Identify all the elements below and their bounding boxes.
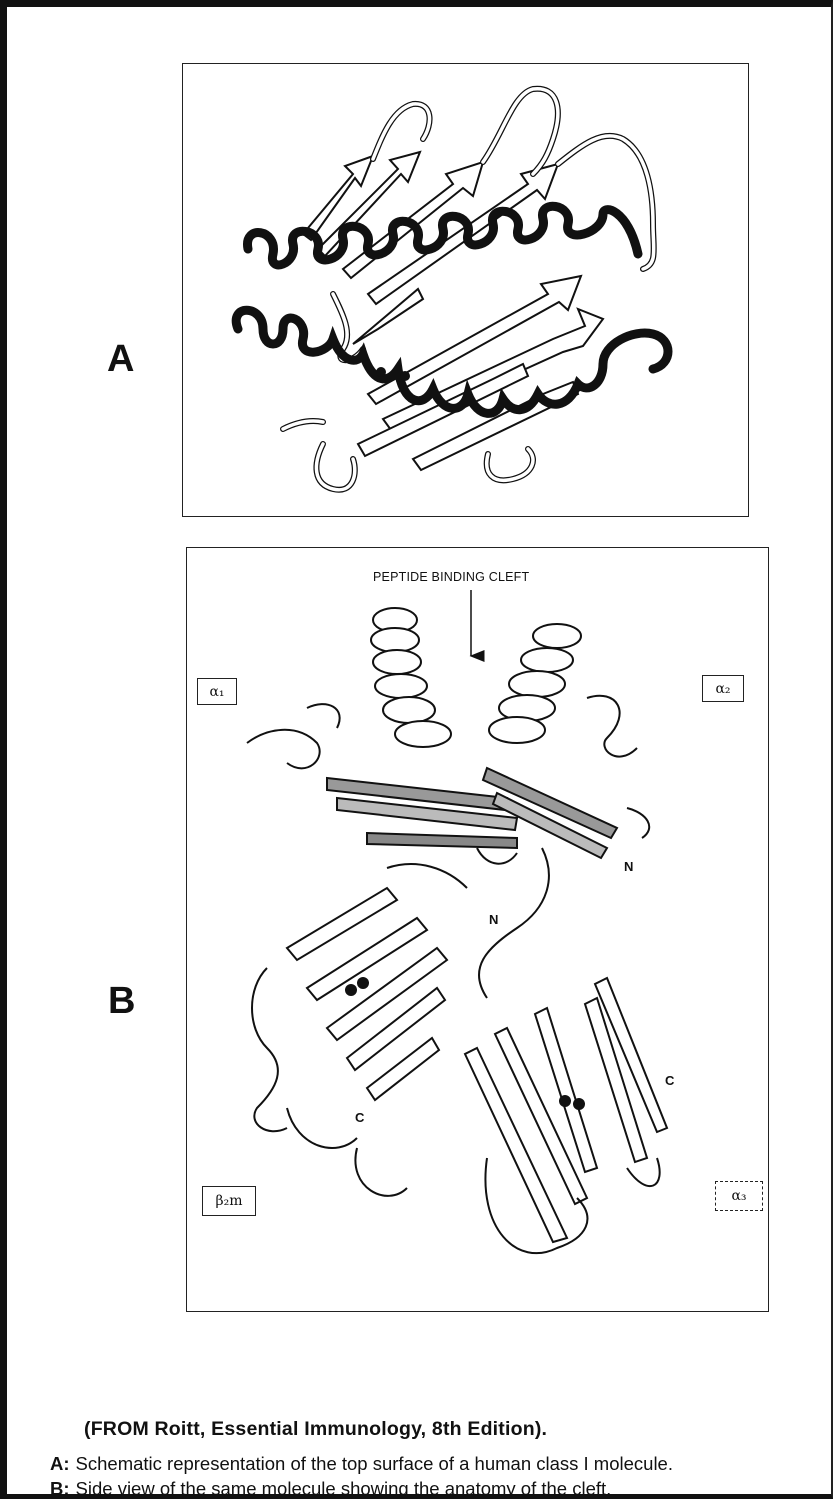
panel-b-letter: B — [108, 980, 135, 1023]
beta-sheet-strands — [303, 152, 603, 470]
source-citation: (FROM Roitt, Essential Immunology, 8th E… — [84, 1418, 547, 1441]
alpha2-label: α₂ — [702, 675, 744, 702]
alpha1-label: α₁ — [197, 678, 237, 705]
alpha1-alpha2-helices — [371, 608, 581, 747]
caption-a-key: A: — [50, 1453, 70, 1474]
mhc-side-view-illustration — [187, 548, 769, 1312]
beta2m-label: β₂m — [202, 1186, 256, 1216]
c-terminus-label-left: C — [355, 1110, 364, 1125]
c-terminus-label-right: C — [665, 1073, 674, 1088]
beta-platform — [327, 768, 617, 858]
n-terminus-label-upper: N — [624, 859, 633, 874]
mhc-top-view-illustration — [183, 64, 749, 517]
panel-a-letter: A — [107, 338, 134, 381]
caption-b-key: B: — [50, 1478, 70, 1499]
lower-loops — [252, 848, 660, 1253]
panel-b-diagram: PEPTIDE BINDING CLEFT — [186, 547, 769, 1312]
beta2m-alpha3-domains — [287, 888, 667, 1242]
loop-outlines — [283, 89, 654, 490]
n-terminus-label-lower: N — [489, 912, 498, 927]
caption-a-text: Schematic representation of the top surf… — [76, 1453, 673, 1474]
caption-b: B: Side view of the same molecule showing… — [50, 1478, 611, 1500]
caption-a: A: Schematic representation of the top su… — [50, 1453, 673, 1475]
panel-a-diagram — [182, 63, 749, 517]
alpha3-label: α₃ — [715, 1181, 763, 1211]
caption-b-text: Side view of the same molecule showing t… — [76, 1478, 612, 1499]
